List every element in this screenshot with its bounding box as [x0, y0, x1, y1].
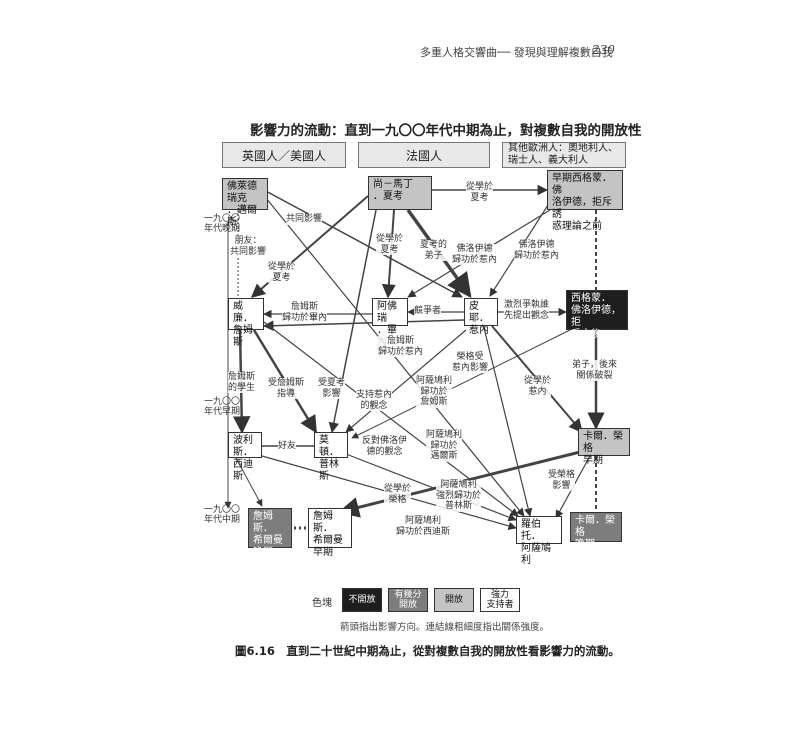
edge-label-studied-jung: 從學於 榮格 — [384, 484, 412, 505]
node-jung: 卡爾．榮格 早期 — [578, 428, 630, 466]
node-early-freud: 早期西格蒙．佛 洛伊德，拒斥誘 惑理論之前 — [547, 170, 623, 232]
node-binet: 阿佛瑞 ．畢內 — [372, 298, 408, 348]
edge-label-studied-charcot-1: 從學於 夏考 — [268, 262, 296, 283]
edge-late-freud-prince — [351, 329, 571, 439]
edge-label-rivals: 競爭者 — [414, 306, 442, 317]
edge-label-freud-credits-charcot: 佛洛伊德 歸功於惹內 — [514, 240, 560, 261]
edge-label-supports-janet: 支持惹內 的觀念 — [356, 390, 393, 411]
edge-sidis-james-late — [235, 457, 263, 507]
node-charcot: 尚－馬丁 ．夏考 — [368, 176, 432, 210]
legend-open: 開放 — [434, 588, 474, 612]
edge-label-freud-credits-janet: 佛洛伊德 歸功於惹內 — [452, 244, 498, 265]
node-sidis: 波利斯． 西迪斯 — [228, 432, 262, 482]
legend-strong-supporter: 強力 支持者 — [480, 588, 520, 612]
edge-label-assagioli-credits-james: 阿薩鳩利 歸功於 詹姆斯 — [416, 376, 453, 408]
node-assagioli: 羅伯托． 阿薩鳩利 — [516, 516, 562, 566]
figure-caption: 圖6.16 直到二十世紀中期為止，從對複數自我的開放性看影響力的流動。 — [235, 644, 620, 658]
page-number: 230 — [592, 43, 615, 57]
column-header-other-european: 其他歐洲人：奧地利人、 瑞士人、義大利人 — [502, 142, 626, 168]
edge-myers-assagioli — [265, 197, 525, 517]
edge-label-opposes-freud: 反對佛洛伊 德的觀念 — [362, 436, 408, 457]
running-head: 多重人格交響曲── 發現與理解複數自我 — [420, 46, 613, 59]
edge-label-jung-influenced-janet: 榮格受 惹內影響 — [452, 352, 489, 373]
edge-janet-prince — [345, 329, 467, 433]
edge-label-james-credits-janet: 詹姆斯 歸功於惹內 — [378, 336, 424, 357]
column-header-french: 法國人 — [358, 142, 490, 168]
edge-label-assagioli-strongly: 阿薩鳩利 強烈歸功於 普林斯 — [436, 480, 482, 512]
edge-label-disciple-break: 弟子，後來 關係破裂 — [572, 360, 618, 381]
node-myers: 佛萊德瑞克 ．邁爾斯 — [222, 178, 268, 228]
edge-janet-james — [262, 319, 465, 331]
node-prince: 莫頓． 普林斯 — [314, 432, 348, 482]
era-label-early: 一九〇〇 年代早期 — [204, 397, 241, 417]
edge-label-friends: 朋友： 共同影響 — [230, 236, 267, 257]
edge-label-influenced-by-charcot: 受夏考 影響 — [318, 378, 346, 399]
edge-janet-assagioli — [483, 327, 533, 517]
edge-label-good-friends: 好友 — [278, 441, 297, 452]
edge-myers-janet — [263, 189, 463, 298]
edge-label-assagioli-credits-myers: 阿薩鳩利 歸功於 邁爾斯 — [426, 430, 463, 462]
diagram-title: 影響力的流動：直到一九〇〇年代中期為止，對複數自我的開放性 — [250, 123, 642, 139]
node-jung-late: 卡爾．榮格 晚期 — [570, 512, 622, 550]
edge-label-studied-charcot-2: 從學於 夏考 — [376, 234, 404, 255]
node-myers-label: 佛萊德瑞克 ．邁爾斯 — [223, 179, 267, 228]
edge-label-james-credits-binet: 詹姆斯 歸功於畢內 — [282, 302, 328, 323]
edge-label-fierce-dispute: 激烈爭執誰 先提出觀念 — [504, 300, 550, 321]
edge-label-assagioli-credits-sidis: 阿薩鳩利 歸功於西迪斯 — [396, 516, 451, 537]
node-hillman-early: 詹姆斯． 希爾曼 早期 — [308, 508, 352, 558]
node-late-freud: 西格蒙． 佛洛伊德，拒 斥之後 — [566, 290, 628, 340]
edge-label-studied-janet: 從學於 惹內 — [524, 376, 552, 397]
edge-prince-assagioli — [345, 453, 517, 522]
node-janet: 皮耶． 惹內 — [464, 298, 498, 336]
node-hillman-late: 詹姆斯． 希爾曼 晚期 — [248, 508, 292, 558]
legend-closed: 不開放 — [342, 588, 382, 612]
era-label-mid: 一九〇〇 年代中期 — [204, 505, 241, 525]
era-label-late: 一九〇〇 年代晚期 — [204, 214, 241, 234]
edge-label-influenced-by-jung: 受榮格 影響 — [548, 470, 576, 491]
node-james: 威廉． 詹姆斯 — [228, 298, 264, 348]
edge-label-student-of-james: 詹姆斯 的學生 — [228, 372, 256, 393]
legend-title: 色塊 — [312, 598, 332, 609]
edge-label-charcot-disciple: 夏考的 弟子 — [420, 240, 448, 261]
edge-label-mentored-by-james: 受詹姆斯 指導 — [268, 378, 305, 399]
legend-note: 箭頭指出影響方向。連結線粗細度指出關係強度。 — [340, 622, 550, 633]
edge-label-student-of-charcot: 從學於 夏考 — [466, 182, 494, 203]
legend-somewhat-open: 有幾分 開放 — [388, 588, 428, 612]
edge-label-mutual-influence: 共同影響 — [286, 214, 323, 225]
column-header-british-american: 英國人／美國人 — [222, 142, 346, 168]
